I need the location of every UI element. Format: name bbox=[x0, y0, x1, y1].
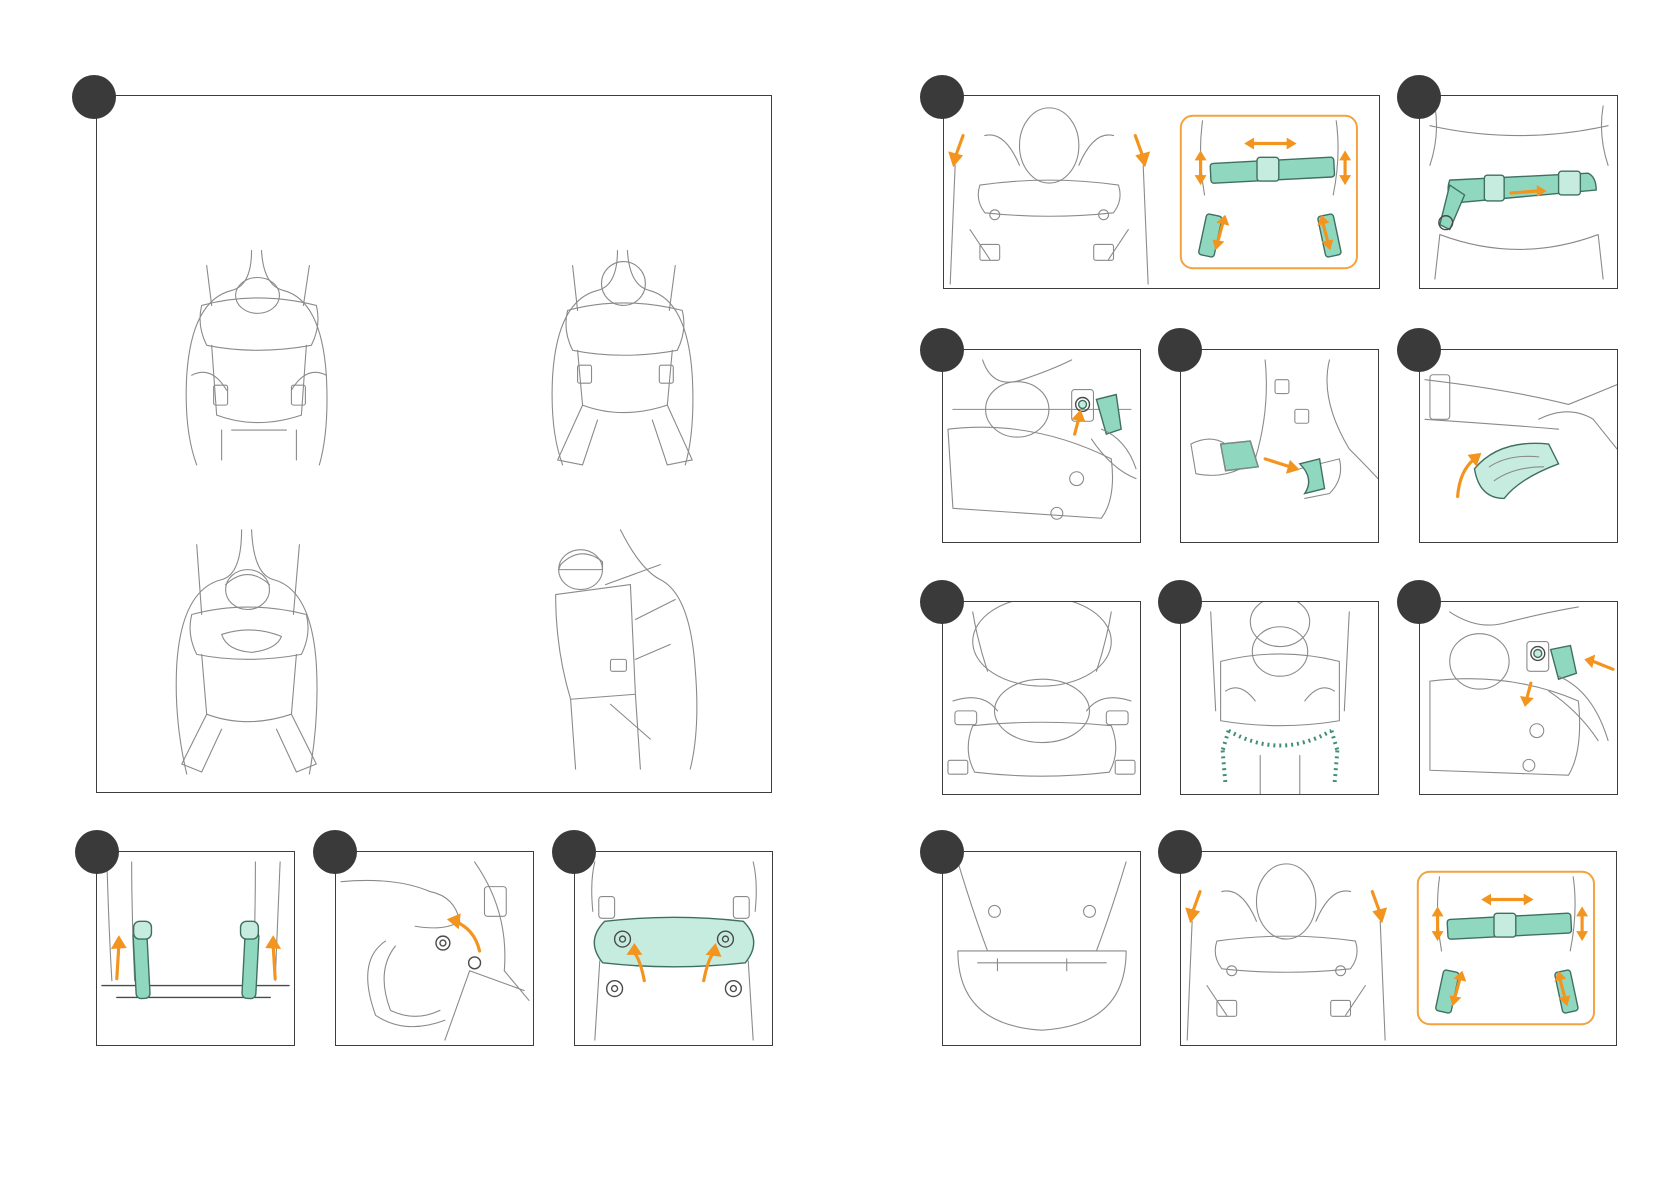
step-b3-panel bbox=[1419, 601, 1618, 795]
figure-front-inward bbox=[186, 251, 327, 465]
step-badge-a3 bbox=[920, 328, 964, 372]
step-badge-c2 bbox=[313, 830, 357, 874]
step-b1-panel bbox=[942, 601, 1141, 795]
step-c5-panel bbox=[1180, 851, 1617, 1046]
head-support-illustration bbox=[943, 602, 1140, 794]
headrest-fold-illustration bbox=[575, 852, 772, 1045]
step-badge-b1 bbox=[920, 580, 964, 624]
step-badge-c1 bbox=[75, 830, 119, 874]
step-a1-panel bbox=[943, 95, 1380, 289]
strap-pull-up-illustration bbox=[97, 852, 294, 1045]
step-c4-panel bbox=[942, 851, 1141, 1046]
step-badge-a4 bbox=[1158, 328, 1202, 372]
step-a3-panel bbox=[942, 349, 1141, 543]
step-badge-b2 bbox=[1158, 580, 1202, 624]
overview-panel bbox=[96, 95, 772, 793]
hood-snap-illustration bbox=[336, 852, 533, 1045]
step-badge-c5 bbox=[1158, 830, 1202, 874]
waist-belt-tighten-illustration bbox=[1420, 96, 1617, 288]
step-a2-panel bbox=[1419, 95, 1618, 289]
buckle-connect-illustration bbox=[1181, 350, 1378, 542]
step-badge-a5 bbox=[1397, 328, 1441, 372]
snap-press-illustration bbox=[1420, 602, 1617, 794]
leg-seat-width-illustration bbox=[1181, 602, 1378, 794]
step-badge-a1 bbox=[920, 75, 964, 119]
step-c1-panel bbox=[96, 851, 295, 1046]
step-badge-b3 bbox=[1397, 580, 1441, 624]
strap-roll-illustration bbox=[1420, 350, 1617, 542]
step-badge-c4 bbox=[920, 830, 964, 874]
step-a4-panel bbox=[1180, 349, 1379, 543]
shoulder-strap-adjust-illustration bbox=[1181, 852, 1616, 1045]
figure-front-hands bbox=[176, 530, 317, 774]
step-badge-overview bbox=[72, 75, 116, 119]
step-badge-c3 bbox=[552, 830, 596, 874]
pocket-panel-illustration bbox=[943, 852, 1140, 1045]
figure-front-outward bbox=[552, 251, 693, 465]
step-c2-panel bbox=[335, 851, 534, 1046]
step-b2-panel bbox=[1180, 601, 1379, 795]
shoulder-strap-adjust-illustration bbox=[944, 96, 1379, 288]
figure-back-carry bbox=[556, 530, 697, 769]
carrier-positions-illustration bbox=[97, 96, 771, 792]
step-badge-a2 bbox=[1397, 75, 1441, 119]
snap-fastener-illustration bbox=[943, 350, 1140, 542]
step-a5-panel bbox=[1419, 349, 1618, 543]
step-c3-panel bbox=[574, 851, 773, 1046]
